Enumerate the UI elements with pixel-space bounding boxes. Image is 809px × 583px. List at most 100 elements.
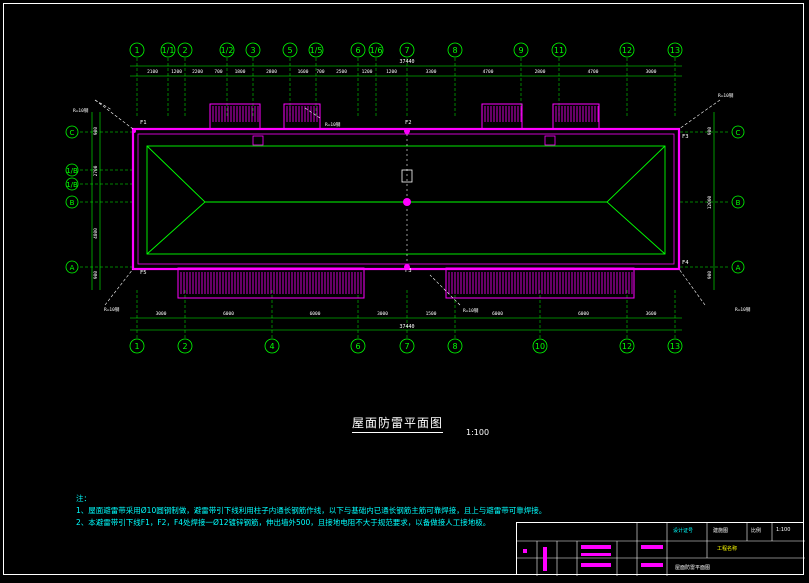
downconductor-label: F3 [405, 268, 412, 274]
leader-line [429, 274, 461, 306]
re10-label: R=10钢 [735, 306, 751, 313]
dim-text-top: 1200 [171, 69, 182, 75]
axis-bubble-top [350, 42, 366, 58]
axis-label-bottom: 13 [670, 342, 680, 351]
axis-label-top: 1/6 [370, 46, 383, 55]
dim-text-top: 1200 [362, 69, 373, 75]
downconductor-label: F5 [140, 270, 147, 276]
dim-text-right: 12000 [707, 195, 713, 209]
leader-line [678, 99, 721, 130]
notes-heading: 注： [76, 494, 91, 503]
axis-bubble-left [65, 195, 79, 209]
axis-label-top: 13 [670, 46, 680, 55]
roof-outline [146, 145, 666, 255]
axis-bubble-bottom [447, 338, 463, 354]
axis-bubble-top [177, 42, 193, 58]
center-node [403, 198, 411, 206]
tb-cell6: 屋面防雷平面图 [675, 565, 711, 571]
dim-text-top: 1600 [298, 69, 309, 75]
dim-text-top: 4700 [483, 69, 494, 75]
node-f3 [404, 264, 410, 270]
downconductor-label: F1 [140, 120, 147, 126]
leader-line [104, 268, 134, 306]
axis-bubble-right [731, 125, 745, 139]
dim-text-right: 900 [707, 271, 713, 279]
note-line-1: 1、屋面避雷带采用Ø10圆钢制做，避雷带引下线利用柱子内通长钢筋作线，以下与基础… [76, 506, 547, 515]
axis-bubble-top [160, 42, 176, 58]
axis-label-top: 5 [287, 46, 292, 55]
dim-text-right: 900 [707, 127, 713, 135]
dim-text-top: 2800 [266, 69, 277, 75]
dim-text-bottom: 6000 [578, 311, 589, 317]
axis-label-top: 12 [622, 46, 632, 55]
tb-cell2: 建施图 [713, 528, 729, 534]
axis-bubble-top [368, 42, 384, 58]
leader-line [94, 99, 134, 130]
dim-total-top: 37440 [399, 59, 414, 65]
axis-label-top: 3 [250, 46, 255, 55]
roof-canopy-bottom [445, 267, 635, 299]
axis-bubble-bottom [129, 338, 145, 354]
axis-bubble-top [399, 42, 415, 58]
dim-total-bottom: 37440 [399, 324, 414, 330]
axis-bubble-top [245, 42, 261, 58]
axis-bubble-left [65, 125, 79, 139]
dim-text-top: 2100 [147, 69, 158, 75]
axis-label-bottom: 6 [355, 342, 360, 351]
axis-label-top: 2 [182, 46, 187, 55]
axis-label-bottom: 7 [404, 342, 409, 351]
vent-box [544, 135, 556, 146]
re10-label: R=10钢 [104, 306, 120, 313]
axis-label-left: A [70, 264, 75, 272]
axis-label-top: 11 [554, 46, 564, 55]
leader-line [304, 107, 321, 119]
roof-canopy-bottom [177, 267, 365, 299]
axis-label-top: 1/1 [162, 46, 175, 55]
title-block: 设计证号 建施图 比例 1:100 工程名称 屋面防雷平面图 [516, 522, 805, 576]
tb-cell1: 设计证号 [673, 528, 694, 534]
dim-text-top: 1200 [386, 69, 397, 75]
axis-label-bottom: 2 [182, 342, 187, 351]
dim-text-left: 900 [93, 127, 99, 135]
tb-cell5: 工程名称 [717, 546, 738, 552]
roof-hatch-box [401, 169, 413, 183]
downconductor-label: F4 [682, 260, 689, 266]
node-f2 [404, 128, 410, 134]
axis-label-right: C [736, 129, 741, 137]
axis-label-bottom: 10 [535, 342, 545, 351]
dim-text-top: 2200 [192, 69, 203, 75]
axis-label-left: 1/B [66, 181, 78, 189]
roof-dormer-top [481, 103, 523, 130]
axis-label-top: 7 [404, 46, 409, 55]
axis-label-top: 9 [518, 46, 523, 55]
tb-cell3: 比例 [751, 528, 762, 534]
axis-bubble-top [308, 42, 324, 58]
axis-bubble-top [129, 42, 145, 58]
axis-label-top: 8 [452, 46, 457, 55]
roof-parapet-inner [137, 133, 675, 265]
axis-bubble-bottom [667, 338, 683, 354]
axis-label-right: B [736, 199, 741, 207]
axis-bubble-top [447, 42, 463, 58]
axis-label-left: 1/B [66, 167, 78, 175]
dim-text-top: 2800 [535, 69, 546, 75]
dim-text-left: 4800 [93, 228, 99, 239]
dim-text-top: 2500 [336, 69, 347, 75]
node-f1 [132, 129, 136, 133]
axis-bubble-top [219, 42, 235, 58]
dim-text-top: 700 [214, 69, 222, 75]
axis-label-top: 6 [355, 46, 360, 55]
axis-label-top: 1 [134, 46, 139, 55]
axis-bubble-top [282, 42, 298, 58]
leader-line [94, 99, 113, 111]
dim-text-top: 700 [316, 69, 324, 75]
re10-label: R=10钢 [73, 107, 89, 114]
roof-dormer-top [283, 103, 321, 130]
re10-label: R=10钢 [325, 121, 341, 128]
re10-label: R=10钢 [718, 92, 734, 99]
axis-bubble-top [619, 42, 635, 58]
axis-bubble-bottom [532, 338, 548, 354]
drawing-frame [3, 3, 804, 575]
leader-line [678, 268, 706, 306]
